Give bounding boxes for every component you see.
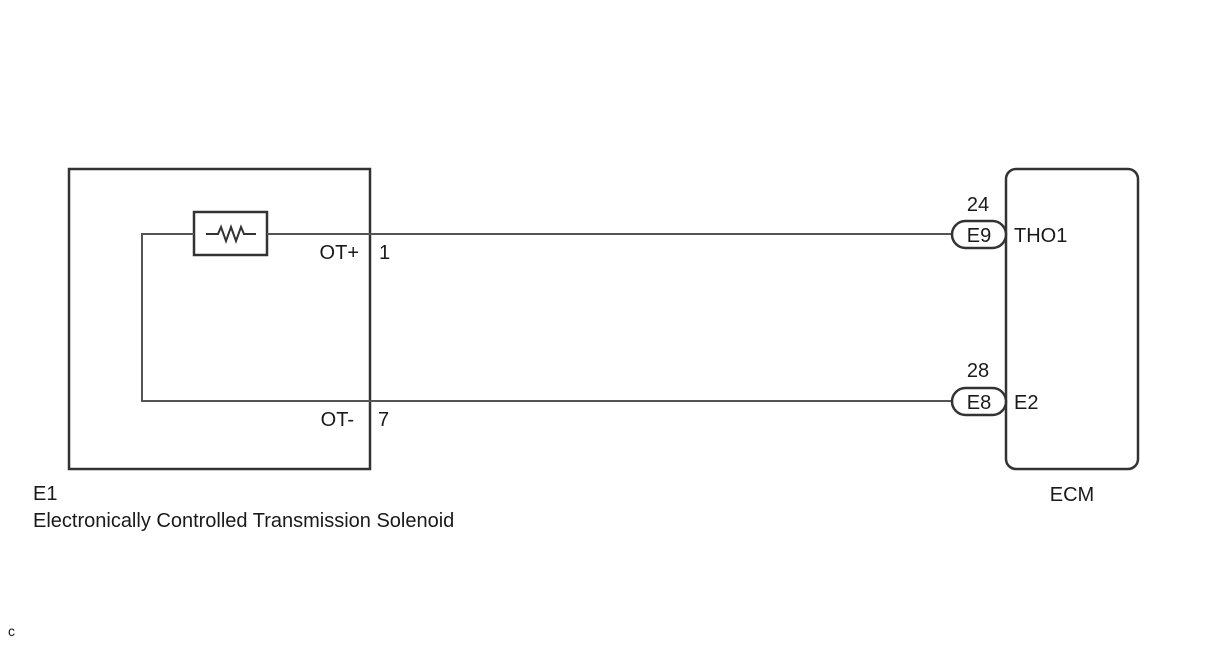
connector-e9-label: E9 bbox=[967, 225, 991, 247]
connector-e9 bbox=[950, 219, 1008, 250]
solenoid-component: OT+ 1 OT- 7 E1 Electronically Controlled… bbox=[33, 167, 454, 532]
pin-number-1: 1 bbox=[379, 242, 390, 264]
pin-number-7: 7 bbox=[378, 409, 389, 431]
corner-mark: c bbox=[8, 623, 15, 639]
signal-tho1: THO1 bbox=[1014, 225, 1067, 247]
connector-e8 bbox=[950, 386, 1008, 417]
component-code-e1: E1 bbox=[33, 483, 57, 505]
resistor-zigzag bbox=[206, 224, 256, 244]
pin-label-ot-minus: OT- bbox=[321, 409, 354, 431]
internal-wire bbox=[141, 233, 370, 402]
connector-e8-label: E8 bbox=[967, 392, 991, 414]
ecm-component: E9 24 THO1 E8 28 E2 ECM bbox=[950, 167, 1140, 506]
signal-e2: E2 bbox=[1014, 392, 1038, 414]
pin-label-ot-plus: OT+ bbox=[320, 242, 359, 264]
terminal-pin-28: 28 bbox=[967, 360, 989, 382]
ecm-box bbox=[1004, 167, 1140, 471]
resistor-icon bbox=[192, 210, 269, 257]
terminal-pin-24: 24 bbox=[967, 194, 989, 216]
component-name-solenoid: Electronically Controlled Transmission S… bbox=[33, 510, 454, 532]
ecm-label: ECM bbox=[1050, 484, 1094, 506]
solenoid-box bbox=[67, 167, 372, 471]
